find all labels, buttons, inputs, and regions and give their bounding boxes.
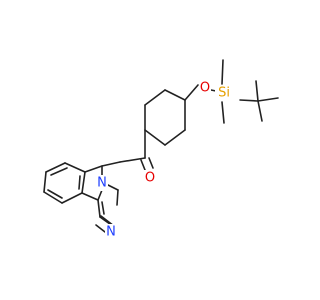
atom-labels-layer: O Si O N N [96, 80, 233, 240]
atom-n-bridge: N [96, 175, 108, 191]
atom-o-ether: O [199, 80, 211, 96]
atom-si: Si [215, 85, 233, 101]
bond-c5-ar1 [84, 165, 103, 173]
bond-ch2-c5 [101, 161, 121, 167]
bond-benz-1 [64, 162, 86, 173]
bond-si-me-bottom [221, 101, 225, 124]
atom-n-imine-label: N [106, 225, 116, 240]
bond-benz-3 [43, 171, 47, 193]
bond-si-me-top [221, 59, 224, 85]
bond-ring-5 [164, 129, 186, 146]
atom-o-ether-label: O [200, 81, 210, 96]
bond-cq-me1 [255, 80, 259, 102]
bond-benz-4 [43, 191, 63, 204]
bond-benz-inner-3 [78, 175, 81, 190]
bond-co-double-b [148, 157, 154, 169]
bond-n-c3 [107, 184, 119, 191]
bond-cq-me2 [257, 97, 279, 102]
bond-o-c4 [184, 84, 199, 101]
bond-ar2-c9b [81, 192, 99, 201]
bonds-layer [43, 59, 279, 233]
bond-ring-1 [164, 89, 186, 101]
bond-ring-4 [144, 129, 166, 146]
bond-cq-me3 [257, 100, 263, 122]
atom-si-label: Si [218, 86, 230, 101]
bond-ring-2 [144, 89, 166, 106]
atom-n-bridge-label: N [97, 176, 107, 191]
bond-co-double-a [140, 159, 146, 171]
bond-c1-c9b-inner [101, 201, 105, 215]
bond-benz-inner-2 [47, 189, 63, 199]
structure-drawing: O Si O N N [43, 59, 279, 240]
bond-carbonyl-ch2 [119, 157, 146, 163]
bond-benz-inner-1 [50, 167, 68, 176]
atom-o-carbonyl: O [144, 170, 156, 186]
bond-benz-5 [61, 192, 83, 204]
atom-o-carbonyl-label: O [145, 171, 155, 186]
bond-benz-2 [45, 162, 66, 173]
bond-c9b-n [97, 189, 103, 201]
bond-c1-c9b [97, 199, 101, 218]
bond-imid-cn [95, 224, 106, 233]
atom-n-imine: N [105, 224, 117, 240]
bond-c3-n2 [116, 189, 119, 206]
bond-ar1-ar2 [81, 171, 86, 194]
molecule-diagram: O Si O N N [43, 59, 279, 240]
bond-si-cq [239, 99, 259, 102]
